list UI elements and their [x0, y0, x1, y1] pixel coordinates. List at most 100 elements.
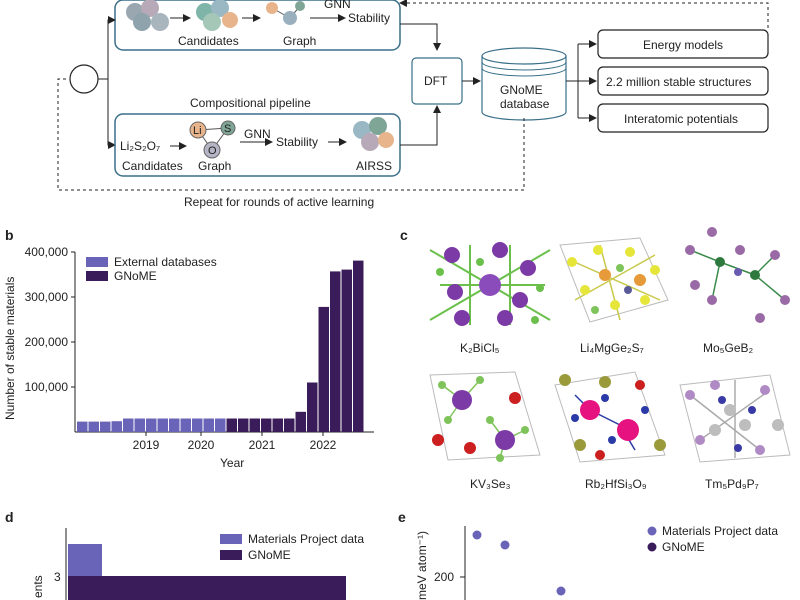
b-xtick-label: 2020 — [188, 438, 215, 452]
structural-pipeline-box — [114, 0, 401, 51]
e-point — [472, 530, 482, 540]
graph-bottom-label: Graph — [198, 159, 231, 173]
b-bar-gnome — [295, 411, 306, 433]
b-bar-external — [169, 418, 180, 432]
gnn-top-label: GNN — [324, 0, 351, 11]
b-legend-external: External databases — [114, 255, 217, 269]
e-legend-gnome: GNoME — [662, 540, 705, 554]
database-label-line2: database — [500, 97, 550, 111]
b-ytick-label: 400,000 — [25, 245, 69, 259]
b-legend-gnome: GNoME — [114, 269, 157, 283]
b-xtick-label: 2021 — [249, 438, 276, 452]
b-bar-gnome — [341, 269, 352, 432]
d-ytick-3: 3 — [54, 570, 61, 584]
panel-c: c K₂BiCl₅ — [400, 227, 791, 491]
dft-label: DFT — [424, 74, 448, 88]
b-y-axis-label: Number of stable materials — [3, 277, 17, 420]
b-bar-gnome — [272, 418, 283, 432]
b-bars — [77, 260, 364, 433]
d-legend-mp: Materials Project data — [248, 532, 364, 546]
b-bar-gnome — [353, 260, 364, 432]
b-bar-external — [77, 421, 88, 432]
panel-e: e 200 meV atom⁻¹) Materials Project data… — [398, 509, 778, 600]
structure-li4mgge2s7-icon — [559, 237, 669, 323]
b-bar-external — [100, 421, 111, 432]
b-bar-external — [123, 418, 134, 432]
airss-label: AIRSS — [356, 159, 392, 173]
panel-d-label: d — [5, 509, 14, 525]
node-s-label: S — [224, 123, 231, 135]
b-xtick-label: 2019 — [133, 438, 160, 452]
composition-graph-icon — [189, 120, 236, 159]
candidates-top-label: Candidates — [178, 34, 239, 48]
b-bar-gnome — [330, 271, 341, 433]
e-y-axis-label-partial: meV atom⁻¹) — [415, 531, 429, 600]
panel-d: d 3 ents Materials Project data GNoME — [5, 509, 364, 600]
panel-e-label: e — [398, 509, 406, 525]
graph-top-label: Graph — [283, 34, 316, 48]
e-legend-mp: Materials Project data — [662, 524, 778, 538]
candidates-bottom-label: Candidates — [122, 159, 183, 173]
b-bar-gnome — [307, 382, 318, 432]
node-o-label: O — [208, 145, 217, 157]
b-x-ticks: 2019 2020 2021 2022 — [133, 432, 337, 452]
e-point — [556, 586, 566, 596]
b-bar-external — [180, 418, 191, 432]
output-box-potentials — [597, 103, 769, 133]
stability-top-label: Stability — [348, 11, 390, 25]
b-xtick-label: 2022 — [310, 438, 337, 452]
output-energy-models: Energy models — [643, 38, 723, 52]
b-bar-external — [146, 418, 157, 432]
structure-tm5pd9p7-icon — [679, 374, 791, 463]
structure-k2bicl5-icon — [429, 242, 551, 326]
structure-mo5geb2-icon — [685, 227, 790, 323]
b-bar-gnome — [284, 418, 295, 432]
output-box-structures — [597, 66, 769, 96]
airss-crystals-icon — [353, 117, 394, 151]
output-interatomic-potentials: Interatomic potentials — [624, 112, 738, 126]
b-legend-swatch-external — [86, 257, 108, 267]
output-stable-structures: 2.2 million stable structures — [606, 75, 751, 89]
compositional-pipeline-title: Compositional pipeline — [190, 96, 311, 110]
b-bar-external — [111, 421, 122, 432]
structure-label-k2bicl5: K₂BiCl₅ — [460, 341, 500, 355]
database-label-line1: GNoME — [500, 83, 543, 97]
output-box-energy — [597, 29, 769, 59]
b-bar-external — [203, 418, 214, 432]
formula-label: Li₂S₂O₇ — [120, 139, 160, 153]
b-bar-gnome — [226, 418, 237, 432]
structure-rb2hfsi3o9-icon — [554, 371, 666, 463]
d-bar-gnome — [68, 576, 346, 600]
b-legend-swatch-gnome — [86, 271, 108, 281]
d-legend-gnome: GNoME — [248, 548, 291, 562]
candidate-crystals-icon — [126, 0, 169, 31]
d-legend-swatch-mp — [220, 534, 242, 544]
candidate-crystals-colored-icon — [196, 0, 238, 31]
e-legend-marker-gnome — [647, 542, 657, 552]
structure-kv3se3-icon — [429, 371, 541, 462]
b-bar-external — [192, 418, 203, 432]
b-ytick-label: 300,000 — [25, 290, 69, 304]
gnn-bottom-label: GNN — [244, 127, 271, 141]
panel-b-label: b — [5, 227, 14, 243]
b-bar-external — [215, 418, 226, 432]
stability-bottom-label: Stability — [276, 135, 318, 149]
b-bar-external — [157, 418, 168, 432]
panel-c-label: c — [400, 227, 408, 243]
gnome-database-icon — [481, 47, 567, 121]
b-ytick-label: 200,000 — [25, 335, 69, 349]
structure-label-kv3se3: KV₃Se₃ — [470, 477, 511, 491]
d-legend-swatch-gnome — [220, 550, 242, 560]
structure-label-li4mgge2s7: Li₄MgGe₂S₇ — [580, 341, 644, 355]
node-li-label: Li — [193, 125, 202, 137]
b-bar-gnome — [249, 418, 260, 432]
graph-icon — [266, 1, 305, 25]
d-y-axis-label-partial: ents — [31, 575, 45, 598]
loop-node — [69, 64, 99, 94]
e-legend-marker-mp — [647, 526, 657, 536]
structure-label-rb2hfsi3o9: Rb₂HfSi₃O₉ — [585, 477, 647, 491]
e-ytick-200: 200 — [434, 570, 454, 584]
b-bar-gnome — [261, 418, 272, 432]
